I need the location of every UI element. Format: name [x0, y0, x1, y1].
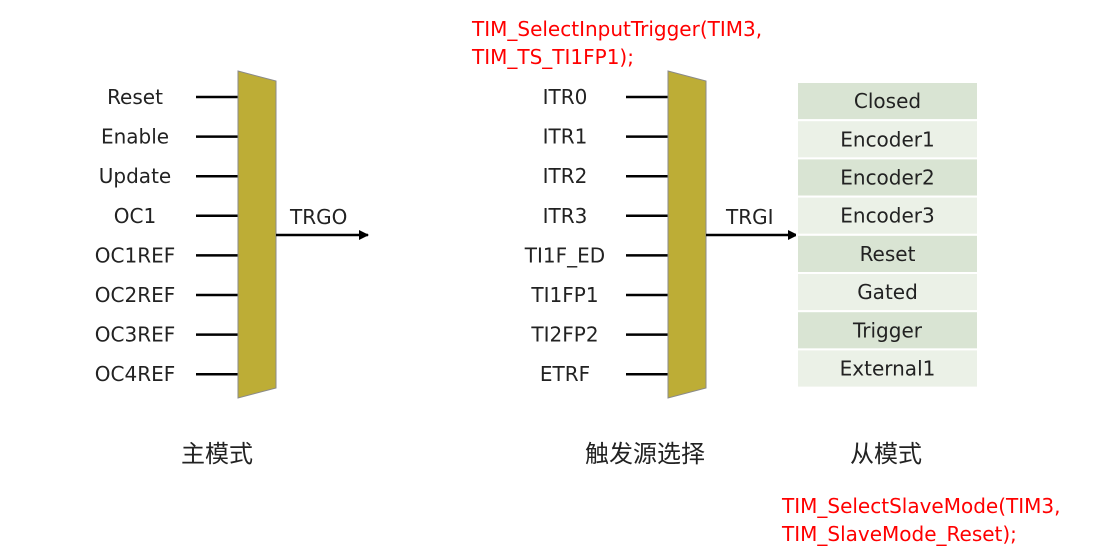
- master-input-label: OC2REF: [95, 283, 175, 307]
- slave-mode-caption: 从模式: [850, 440, 922, 468]
- slave-mode-label: Encoder2: [840, 166, 935, 190]
- master-input-label: OC1REF: [95, 243, 175, 267]
- master-input-label: OC4REF: [95, 362, 175, 386]
- master-input-label: Update: [99, 164, 171, 188]
- select-slave-mode-code-line1: TIM_SelectSlaveMode(TIM3,: [781, 494, 1060, 518]
- trgo-label: TRGO: [289, 205, 347, 229]
- slave-mode-label: External1: [840, 357, 936, 381]
- trigger-input-label: TI2FP2: [530, 323, 598, 347]
- trigger-input-label: ITR2: [543, 164, 588, 188]
- slave-mode-cell: [796, 272, 979, 313]
- trigger-input-label: ITR0: [543, 85, 588, 109]
- slave-mode-cell: [796, 81, 979, 122]
- slave-mode-label: Encoder1: [840, 127, 935, 151]
- slave-mode-label: Trigger: [852, 318, 923, 342]
- trigger-input-label: ETRF: [540, 362, 590, 386]
- slave-mode-cell: [796, 348, 979, 389]
- slave-mode-label: Encoder3: [840, 204, 935, 228]
- select-input-trigger-code-line2: TIM_TS_TI1FP1);: [471, 45, 634, 69]
- master-input-label: Reset: [107, 85, 163, 109]
- master-mux: [237, 70, 277, 399]
- trigger-input-label: TI1F_ED: [524, 243, 605, 267]
- select-input-trigger-code-line1: TIM_SelectInputTrigger(TIM3,: [471, 17, 762, 41]
- trigger-section: TIM_SelectInputTrigger(TIM3, TIM_TS_TI1F…: [471, 17, 798, 468]
- slave-mode-cell: [796, 157, 979, 198]
- slave-mode-cell: [796, 119, 979, 160]
- trigger-input-label: TI1FP1: [530, 283, 598, 307]
- slave-mode-label: Reset: [860, 242, 916, 266]
- slave-mode-cell: [796, 195, 979, 236]
- master-input-label: OC3REF: [95, 323, 175, 347]
- master-mode-caption: 主模式: [181, 440, 253, 468]
- master-input-label: OC1: [114, 204, 156, 228]
- trigger-source-caption: 触发源选择: [585, 440, 705, 468]
- slave-mode-label: Closed: [854, 89, 921, 113]
- select-slave-mode-code-line2: TIM_SlaveMode_Reset);: [781, 522, 1017, 546]
- trigger-input-label: ITR1: [543, 125, 588, 149]
- slave-section: ClosedEncoder1Encoder2Encoder3ResetGated…: [781, 81, 1060, 546]
- trgi-label: TRGI: [725, 205, 774, 229]
- slave-mode-cell: [796, 233, 979, 275]
- slave-mode-label: Gated: [857, 280, 918, 304]
- trigger-mux: [667, 70, 707, 399]
- slave-mode-cell: [796, 310, 979, 351]
- master-input-label: Enable: [101, 125, 169, 149]
- slave-mode-table: ClosedEncoder1Encoder2Encoder3ResetGated…: [796, 81, 979, 389]
- trigger-input-label: ITR3: [543, 204, 588, 228]
